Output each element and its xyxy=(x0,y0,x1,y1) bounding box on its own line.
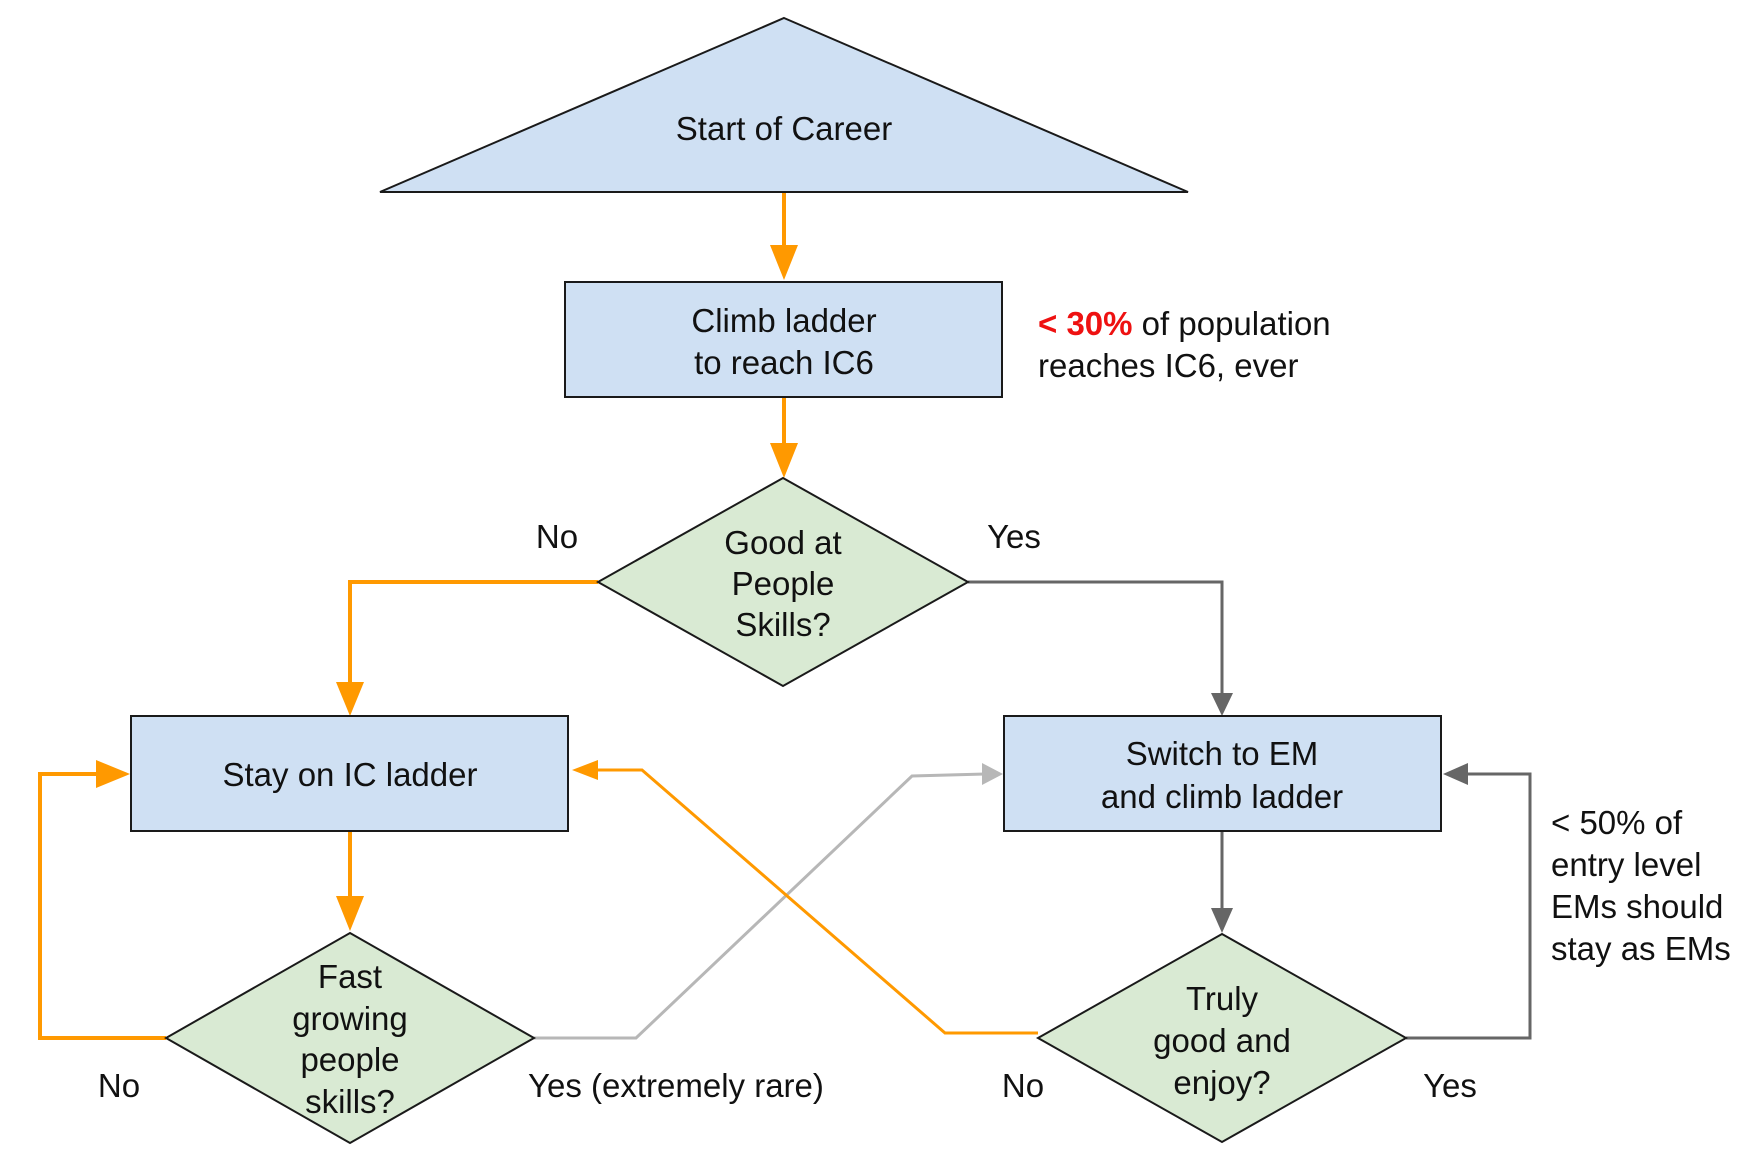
label-people-no: No xyxy=(536,518,578,555)
start-label: Start of Career xyxy=(676,110,892,147)
stay-ic-label: Stay on IC ladder xyxy=(223,756,478,793)
node-people-decision: Good at People Skills? xyxy=(595,476,971,688)
arrowhead-stay-ic-top xyxy=(336,682,364,716)
arrowhead-fast xyxy=(336,896,364,931)
label-truly-yes: Yes xyxy=(1423,1067,1477,1104)
truly-good-diamond xyxy=(1035,932,1409,1144)
node-fast-growing: Fast growing people skills? xyxy=(163,931,537,1145)
connector-decision-yes-to-em xyxy=(968,580,1224,695)
climb-box xyxy=(564,281,1003,398)
note-em-line1: < 50% of xyxy=(1551,804,1683,841)
arrowhead-climb xyxy=(770,245,798,280)
truly-good-line3: enjoy? xyxy=(1173,1064,1270,1101)
connector-fast-yes-to-em xyxy=(532,772,986,1040)
climb-label-line2: to reach IC6 xyxy=(694,344,874,381)
climb-label-line1: Climb ladder xyxy=(691,302,876,339)
people-decision-line2: People xyxy=(732,565,835,602)
node-switch-em: Switch to EM and climb ladder xyxy=(1003,715,1442,832)
node-climb: Climb ladder to reach IC6 xyxy=(564,281,1003,398)
fast-growing-line3: people xyxy=(300,1041,399,1078)
fast-growing-line1: Fast xyxy=(318,958,382,995)
fast-growing-line2: growing xyxy=(292,1000,408,1037)
arrowhead-em-top xyxy=(1211,693,1233,716)
connector-decision-no-to-stay-ic xyxy=(348,580,598,690)
note-em-line2: entry level xyxy=(1551,846,1701,883)
node-stay-ic: Stay on IC ladder xyxy=(130,715,569,832)
switch-em-line1: Switch to EM xyxy=(1126,735,1319,772)
connector-truly-no-to-stay-ic xyxy=(595,768,1038,1035)
nodes: Start of Career Climb ladder to reach IC… xyxy=(130,16,1442,1145)
start-triangle xyxy=(379,16,1189,193)
connector-truly-yes-to-em xyxy=(1406,772,1532,1040)
note-em-line4: stay as EMs xyxy=(1551,930,1731,967)
arrowhead-stay-ic-left xyxy=(96,760,130,788)
fast-growing-line4: skills? xyxy=(305,1083,395,1120)
switch-em-box xyxy=(1003,715,1442,832)
note-ic6-line1: < 30% of population xyxy=(1038,305,1331,342)
arrowhead-em-left xyxy=(982,763,1003,785)
label-truly-no: No xyxy=(1002,1067,1044,1104)
fast-growing-diamond xyxy=(163,931,537,1145)
connectors xyxy=(38,192,1532,1040)
truly-good-line2: good and xyxy=(1153,1022,1291,1059)
label-fast-yes: Yes (extremely rare) xyxy=(528,1067,824,1104)
note-em-line3: EMs should xyxy=(1551,888,1723,925)
note-ic6-highlight: < 30% xyxy=(1038,305,1133,342)
note-ic6-line1-rest: of population xyxy=(1133,305,1331,342)
note-ic6-line2: reaches IC6, ever xyxy=(1038,347,1298,384)
node-truly-good: Truly good and enjoy? xyxy=(1035,932,1409,1144)
switch-em-line2: and climb ladder xyxy=(1101,778,1343,815)
node-start: Start of Career xyxy=(379,16,1189,193)
people-decision-diamond xyxy=(595,476,971,688)
arrowhead-stay-ic-right xyxy=(572,760,598,780)
connector-fast-no-loop xyxy=(38,772,166,1040)
people-decision-line3: Skills? xyxy=(735,606,830,643)
arrowhead-em-right xyxy=(1443,763,1468,785)
note-ic6: < 30% of population reaches IC6, ever xyxy=(1038,305,1331,384)
people-decision-line1: Good at xyxy=(724,524,841,561)
arrowhead-decision xyxy=(770,443,798,478)
edge-labels: No Yes No Yes (extremely rare) No Yes xyxy=(98,518,1477,1104)
stay-ic-box xyxy=(130,715,569,832)
label-people-yes: Yes xyxy=(987,518,1041,555)
note-em: < 50% of entry level EMs should stay as … xyxy=(1551,804,1731,967)
arrowhead-truly xyxy=(1211,908,1233,933)
truly-good-line1: Truly xyxy=(1186,980,1259,1017)
label-fast-no: No xyxy=(98,1067,140,1104)
